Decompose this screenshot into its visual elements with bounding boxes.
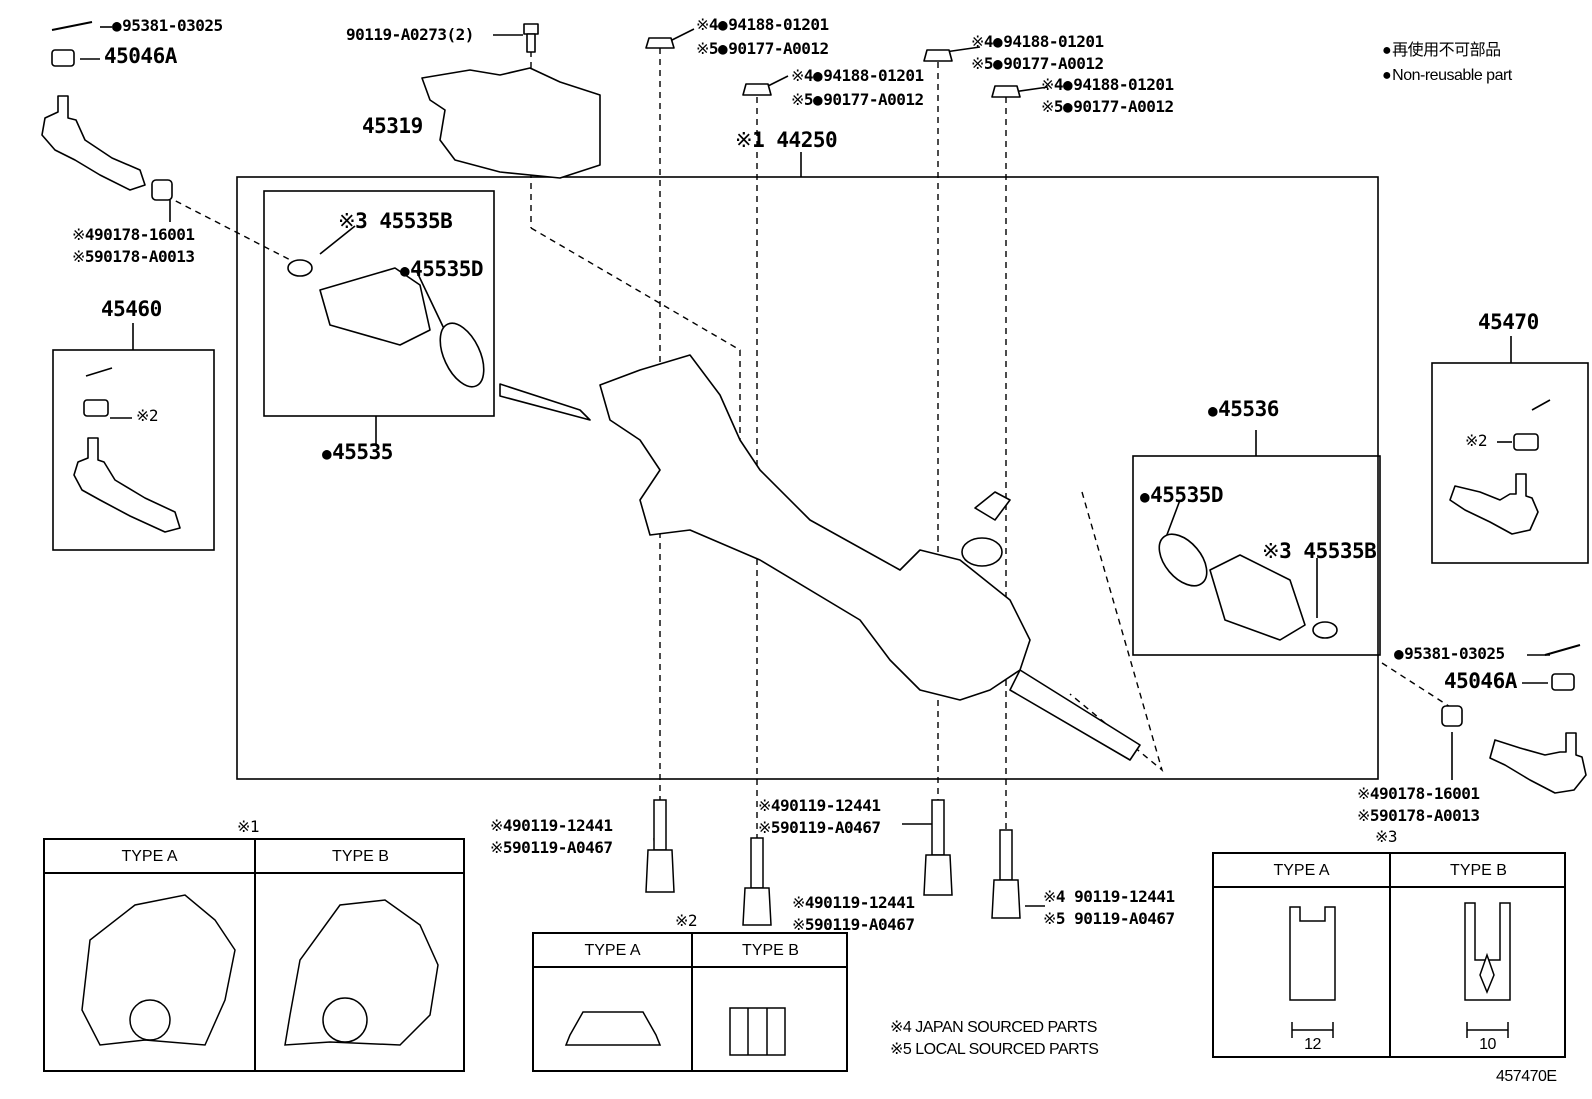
tie-rod-end-left — [41, 95, 146, 191]
callout-90119-a0273: 90119-A0273(2) — [346, 25, 474, 44]
note1-marker: 1 — [237, 817, 260, 836]
callout-bolt2-jp: 490119-12441 — [792, 893, 915, 912]
callout-bolt1-local: 590119-A0467 — [490, 838, 613, 857]
rack-right-end — [1009, 669, 1141, 761]
rack-left-end — [499, 383, 591, 421]
actuator-type-table: TYPE A TYPE B — [43, 838, 465, 1072]
callout-top-a-jp: 494188-01201 — [696, 15, 829, 34]
callout-45536: 45536 — [1208, 399, 1279, 420]
note-japan-sourced: ※4 JAPAN SOURCED PARTS — [890, 1019, 1097, 1036]
assembly-box-44250 — [236, 176, 1379, 780]
clip-type-a-width: 12 — [1304, 1036, 1321, 1053]
callout-95381-right: 95381-03025 — [1394, 645, 1505, 663]
actuator-type-b-header: TYPE B — [256, 840, 465, 874]
note2-marker: 2 — [675, 911, 698, 930]
tie-rod-end-right — [1489, 732, 1587, 794]
callout-top-d-local: 590177-A0012 — [1041, 97, 1174, 116]
callout-45046a-left: 45046A — [104, 44, 177, 68]
callout-bolt1-jp: 490119-12441 — [490, 816, 613, 835]
note3-marker: 3 — [1375, 827, 1398, 846]
callout-45470: 45470 — [1478, 310, 1539, 334]
clip-type-b-header: TYPE B — [1391, 854, 1566, 888]
boot-left — [319, 267, 431, 346]
callout-bolt3-jp: 490119-12441 — [758, 796, 881, 815]
callout-top-c-local: 590177-A0012 — [971, 54, 1104, 73]
callout-top-a-local: 590177-A0012 — [696, 39, 829, 58]
callout-45535b-right: 3 45535B — [1262, 539, 1377, 563]
callout-45535b-left: 3 45535B — [338, 209, 453, 233]
callout-45535d-right: 45535D — [1140, 485, 1223, 506]
nut-type-table: TYPE A TYPE B — [532, 932, 848, 1072]
clip-type-b-width: 10 — [1479, 1036, 1496, 1053]
callout-top-c-jp: 494188-01201 — [971, 32, 1104, 51]
tie-rod-end-box-left — [52, 349, 215, 551]
callout-bolt2-local: 590119-A0467 — [792, 915, 915, 934]
callout-45460: 45460 — [101, 297, 162, 321]
steering-rack-housing — [599, 354, 1031, 701]
nut-type-a-header: TYPE A — [534, 934, 691, 968]
clip-type-table: TYPE A TYPE B — [1212, 852, 1566, 1058]
callout-45046a-right: 45046A — [1444, 669, 1517, 693]
boot-kit-box-left — [263, 190, 495, 417]
clip-type-a-header: TYPE A — [1214, 854, 1389, 888]
callout-box-note2-right: 2 — [1465, 431, 1488, 450]
callout-top-d-jp: 494188-01201 — [1041, 75, 1174, 94]
callout-right-nut-local: 590178-A0013 — [1357, 806, 1480, 825]
figure-id: 457470E — [1496, 1068, 1557, 1085]
callout-bolt4-local: 5 90119-A0467 — [1043, 909, 1175, 928]
callout-bolt3-local: 590119-A0467 — [758, 818, 881, 837]
legend-non-reusable-en: Non-reusable part — [1382, 67, 1512, 85]
tie-rod-end-box-right — [1431, 362, 1589, 564]
callout-45535d-left: 45535D — [400, 259, 483, 280]
callout-top-b-local: 590177-A0012 — [791, 90, 924, 109]
boot-right — [1209, 554, 1306, 641]
legend-non-reusable-jp: 再使用不可部品 — [1382, 42, 1501, 60]
cover-45319 — [421, 67, 601, 179]
callout-top-b-jp: 494188-01201 — [791, 66, 924, 85]
callout-left-nut-local: 590178-A0013 — [72, 247, 195, 266]
actuator-type-a-header: TYPE A — [45, 840, 254, 874]
nut-type-b-header: TYPE B — [693, 934, 848, 968]
callout-45535: 45535 — [322, 442, 393, 463]
callout-95381-left: 95381-03025 — [112, 17, 223, 35]
note-local-sourced: ※5 LOCAL SOURCED PARTS — [890, 1041, 1099, 1058]
callout-44250: 1 44250 — [735, 128, 838, 152]
callout-right-nut-jp: 490178-16001 — [1357, 784, 1480, 803]
callout-left-nut-jp: 490178-16001 — [72, 225, 195, 244]
callout-bolt4-jp: 4 90119-12441 — [1043, 887, 1175, 906]
callout-box-note2-left: 2 — [136, 406, 159, 425]
callout-45319: 45319 — [362, 114, 423, 138]
